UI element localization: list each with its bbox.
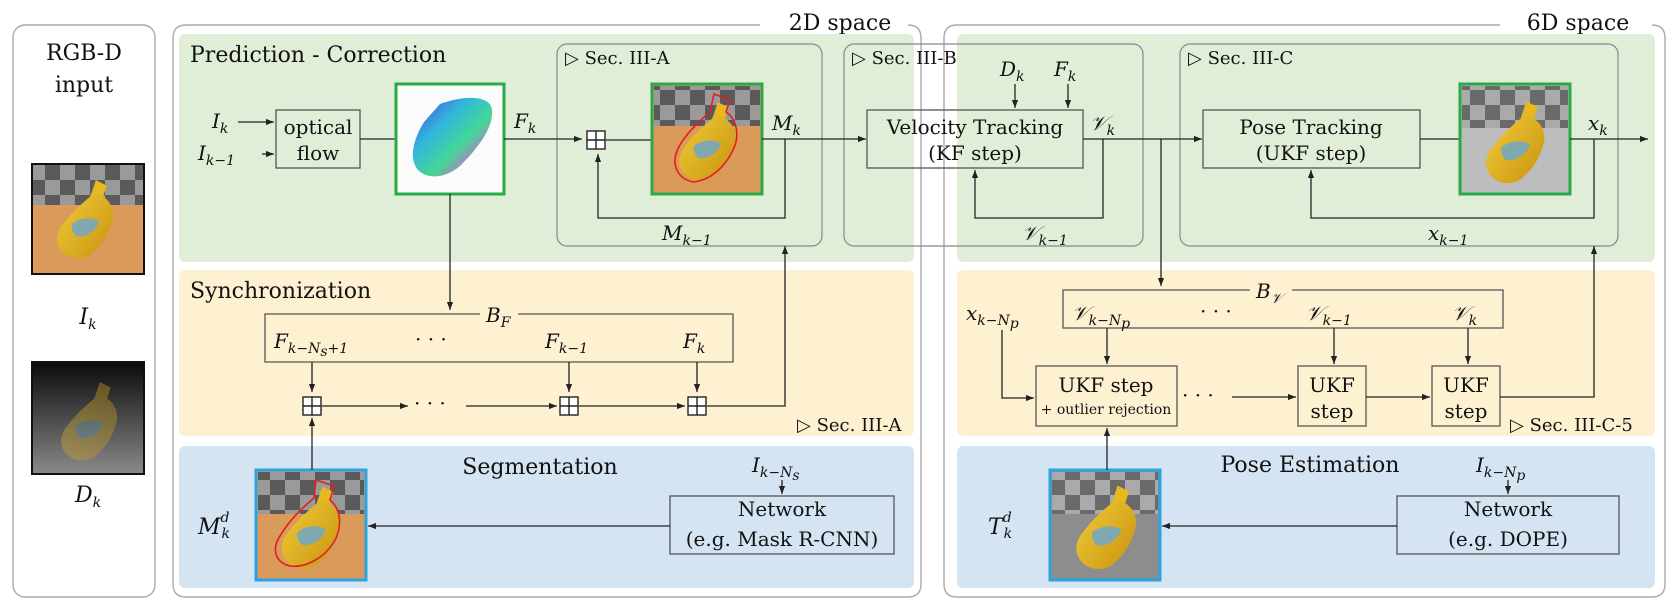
flow-fk-label: Fk bbox=[513, 109, 536, 137]
pose-network-label-2: (e.g. DOPE) bbox=[1448, 527, 1568, 551]
mask-image bbox=[650, 82, 764, 196]
ukf-chain-dots: · · · bbox=[1182, 383, 1214, 407]
buffer-fk-label: Fk bbox=[682, 329, 705, 357]
flow-fk-top-label: Fk bbox=[1053, 57, 1076, 85]
buffer-f-ns1-label: Fk−Ns+1 bbox=[273, 329, 348, 360]
segmentation-title: Segmentation bbox=[462, 455, 617, 480]
sync-band-6d bbox=[957, 270, 1655, 436]
depth-image bbox=[31, 361, 145, 475]
optical-flow-label-1: optical bbox=[284, 115, 353, 139]
seg-input-label: Ik−Ns bbox=[751, 453, 800, 484]
buffer-dots: · · · bbox=[415, 327, 447, 351]
input-ik1-label: Ik−1 bbox=[197, 141, 235, 169]
ukf-outlier-label-1: UKF step bbox=[1059, 373, 1154, 397]
sec-3c5-label: ▷ Sec. III-C-5 bbox=[1510, 415, 1633, 436]
velocity-buffer-box bbox=[1062, 289, 1504, 329]
sec-3a-sync-label: ▷ Sec. III-A bbox=[797, 415, 902, 436]
sec-3c-label: ▷ Sec. III-C bbox=[1188, 48, 1293, 69]
pose-input-label: Ik−Np bbox=[1475, 453, 1525, 484]
rgb-image bbox=[31, 163, 145, 275]
segmentation-network-label-2: (e.g. Mask R-CNN) bbox=[686, 527, 879, 551]
buffer-fk1-label: Fk−1 bbox=[544, 329, 588, 357]
ukf-step-1-label-2: step bbox=[1311, 399, 1354, 423]
pose-estimation-title: Pose Estimation bbox=[1221, 453, 1400, 478]
input-ik-label: Ik bbox=[211, 109, 228, 137]
combine-icon-sync-3 bbox=[687, 396, 707, 416]
space-6d-panel: 6D space bbox=[943, 11, 1666, 598]
flow-buffer-label: BF bbox=[485, 303, 512, 331]
space-6d-label: 6D space bbox=[1527, 11, 1629, 36]
sec-3b-label: ▷ Sec. III-B bbox=[852, 48, 957, 69]
rgb-label: Ik bbox=[78, 305, 96, 333]
sec-3a-box bbox=[556, 43, 823, 247]
synchronization-title: Synchronization bbox=[190, 279, 371, 304]
depth-label: Dk bbox=[74, 483, 101, 511]
pose-network-label-1: Network bbox=[1464, 497, 1553, 521]
space-2d-label: 2D space bbox=[789, 11, 891, 36]
input-title-line2: input bbox=[55, 73, 113, 98]
combine-icon-sync-2 bbox=[559, 396, 579, 416]
prediction-correction-title: Prediction - Correction bbox=[190, 43, 446, 68]
prediction-band-2d bbox=[179, 34, 914, 262]
pose-xk-label: xk bbox=[1588, 111, 1608, 139]
mask-mk-label: Mk bbox=[771, 111, 801, 139]
combine-icon-prediction bbox=[586, 130, 606, 150]
sec-3b-box bbox=[843, 43, 1144, 247]
ukf-step-2-label-2: step bbox=[1445, 399, 1488, 423]
pose-network-box bbox=[1396, 495, 1620, 555]
optical-flow-image bbox=[394, 82, 506, 196]
flow-buffer-box bbox=[264, 313, 734, 363]
velocity-tracking-label-1: Velocity Tracking bbox=[886, 115, 1064, 139]
ukf-step-2-label-1: UKF bbox=[1443, 373, 1489, 397]
pose-tracking-label-2: (UKF step) bbox=[1256, 141, 1367, 165]
segmentation-network-box bbox=[669, 495, 895, 555]
ukf-step-box-1 bbox=[1297, 365, 1367, 427]
velocity-buffer-dots: · · · bbox=[1200, 299, 1232, 323]
sync-x-np-label: xk−Np bbox=[966, 301, 1019, 332]
ukf-outlier-box bbox=[1035, 365, 1178, 427]
mask-mk1-label: Mk−1 bbox=[661, 221, 712, 249]
sync-dots: · · · bbox=[414, 391, 446, 415]
pose-tracking-image bbox=[1458, 82, 1572, 196]
space-2d-panel: 2D space bbox=[172, 11, 922, 598]
pose-xk1-label: xk−1 bbox=[1428, 221, 1468, 249]
combine-icon-sync-1 bbox=[302, 396, 322, 416]
pose-tracking-label-1: Pose Tracking bbox=[1239, 115, 1383, 139]
sync-band-2d bbox=[179, 270, 914, 436]
ukf-outlier-label-2: + outlier rejection bbox=[1041, 402, 1172, 418]
sec-3a-label: ▷ Sec. III-A bbox=[565, 48, 670, 69]
segmentation-image bbox=[254, 468, 368, 582]
segmentation-network-label-1: Network bbox=[738, 497, 827, 521]
optical-flow-label-2: flow bbox=[297, 141, 340, 165]
pose-estimation-image bbox=[1048, 468, 1162, 582]
ukf-step-1-label-1: UKF bbox=[1309, 373, 1355, 397]
sec-3c-box bbox=[1179, 43, 1619, 247]
velocity-tracking-label-2: (KF step) bbox=[928, 141, 1022, 165]
depth-dk-label: Dk bbox=[999, 57, 1025, 85]
ukf-step-box-2 bbox=[1431, 365, 1501, 427]
input-panel: RGB-D input Ik Dk bbox=[12, 24, 156, 598]
input-title-line1: RGB-D bbox=[46, 41, 122, 66]
